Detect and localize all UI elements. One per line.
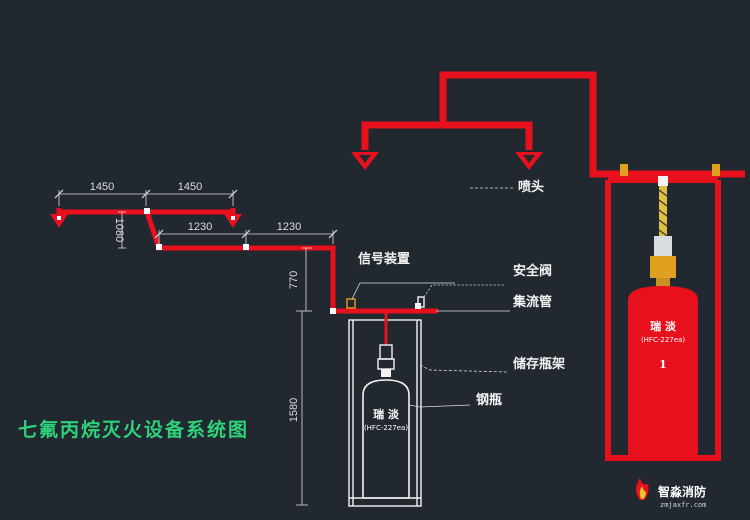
cylinder-model: (HFC-227ea) (364, 424, 408, 432)
dim-mid-left: 1230 (188, 221, 212, 233)
nozzle-inner-marks (359, 155, 535, 163)
dimension-lines (58, 190, 334, 506)
cylinder-model: (HFC-227ea) (641, 336, 685, 344)
large-cylinder: 瑞 淡 (HFC-227ea) 1 (628, 286, 698, 460)
small-cylinder: 瑞 淡 (HFC-227ea) (362, 379, 410, 499)
dim-riser-height: 770 (288, 271, 300, 289)
flame-logo-icon (636, 478, 649, 500)
dimension-ticks (54, 189, 338, 239)
nozzle-icon (50, 214, 68, 228)
valve-icon (620, 164, 628, 176)
label-safety-valve: 安全阀 (513, 263, 552, 279)
label-nozzle: 喷头 (518, 179, 544, 195)
dim-top-right: 1450 (178, 181, 202, 193)
pipe-left-diagonal (144, 211, 438, 314)
nozzle-heads-left (50, 214, 242, 228)
label-storage-rack: 储存瓶架 (512, 356, 565, 372)
cylinder-number: 1 (659, 358, 667, 371)
pipe-nozzle-branch (361, 121, 533, 150)
watermark-url: zmjaxfr.com (660, 501, 706, 509)
dim-vertical-short: 1080 (113, 218, 125, 242)
pipe-valves-yellow (620, 164, 720, 176)
cylinder-brand: 瑞 淡 (373, 407, 400, 421)
label-cylinder: 钢瓶 (476, 392, 502, 408)
pipe-top-loop (439, 71, 745, 178)
label-manifold: 集流管 (512, 294, 552, 310)
watermark-name: 智淼消防 (657, 484, 706, 499)
manifold-devices (346, 296, 425, 309)
valve-icon (712, 164, 720, 176)
cylinder-brand: 瑞 淡 (650, 319, 677, 333)
diagram-title: 七氟丙烷灭火设备系统图 (18, 418, 249, 441)
small-valve-assembly (377, 311, 395, 377)
top-pipe-network (361, 71, 745, 178)
leader-lines (351, 187, 515, 408)
dim-cylinder-height: 1580 (288, 398, 300, 422)
watermark: 智淼消防 zmjaxfr.com (636, 478, 706, 509)
nozzle-icon (224, 214, 242, 228)
label-signal-device: 信号装置 (358, 251, 410, 267)
nozzle-heads-top (351, 152, 543, 170)
dim-mid-right: 1230 (277, 221, 301, 233)
signal-device-icon (346, 298, 356, 309)
safety-valve-icon (417, 296, 425, 308)
dim-top-left: 1450 (90, 181, 114, 193)
large-valve-assembly (650, 176, 676, 288)
